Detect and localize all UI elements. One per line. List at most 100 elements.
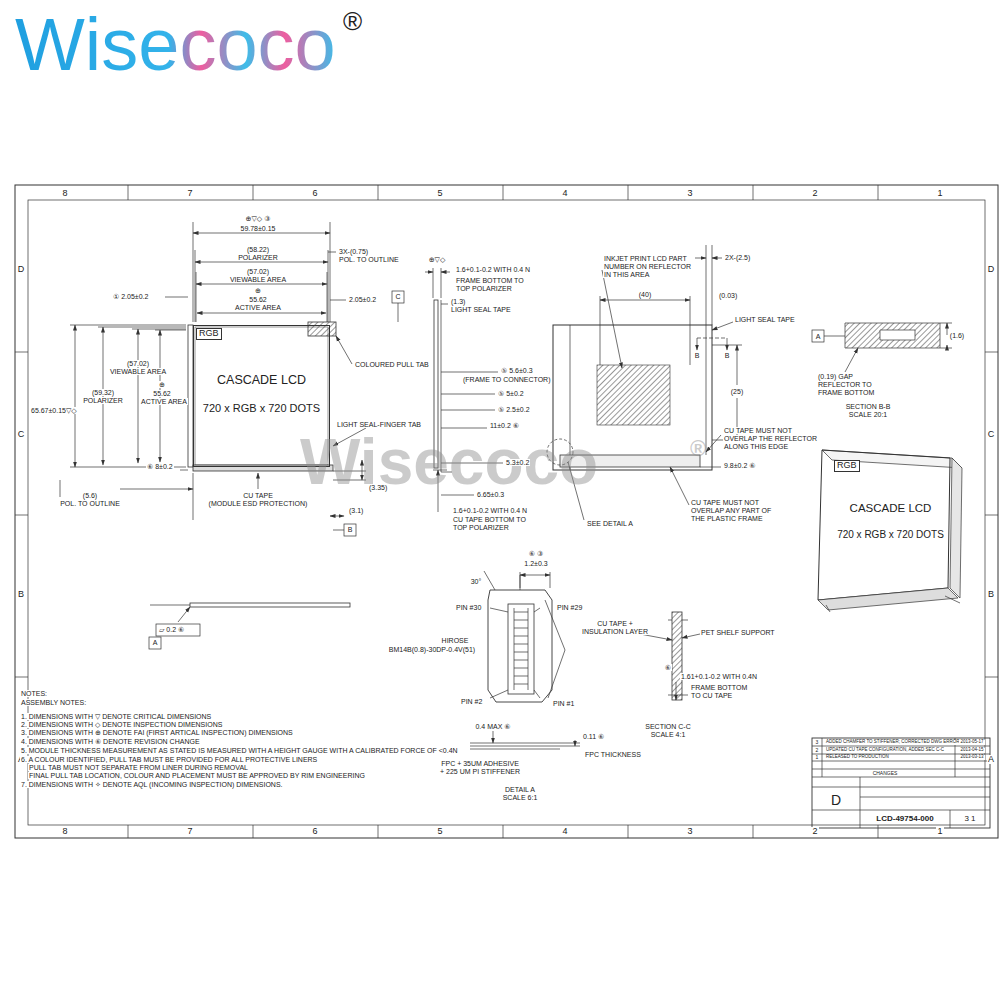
- dimension-label: NOTES:: [20, 690, 48, 697]
- dimension-label: (25): [730, 388, 744, 395]
- dimension-label: 11±0.2 ⑥: [489, 422, 520, 429]
- grid-reference: 3: [686, 189, 693, 198]
- dimension-label: PIN #30: [455, 604, 482, 611]
- dimension-label: ⑤ 2.5±0.2: [497, 406, 531, 413]
- dimension-label: NUMBER ON REFLECTOR: [603, 263, 692, 270]
- dimension-label: VIEWABLE AREA: [109, 368, 167, 375]
- grid-reference: 1: [936, 189, 943, 198]
- grid-reference: 2: [811, 827, 818, 836]
- dimension-label: 6. A COLOUR IDENTIFIED, PULL TAB MUST BE…: [20, 756, 318, 763]
- grid-reference: 5: [436, 827, 443, 836]
- dimension-label: SCALE 6:1: [502, 794, 539, 801]
- dimension-label: (MODULE ESD PROTECTION): [208, 500, 309, 507]
- dimension-label: 1.61+0.1-0.2 WITH 0.4N: [680, 673, 758, 680]
- grid-reference: D: [987, 265, 996, 274]
- dimension-label: IN THIS AREA: [603, 271, 650, 278]
- dimension-label: ⑤ 5±0.2: [497, 390, 525, 397]
- dimension-label: ⊕: [158, 381, 166, 388]
- dimension-label: DETAIL A: [504, 786, 536, 793]
- dimension-label: POL. TO OUTLINE: [338, 256, 400, 263]
- dimension-label: VIEWABLE AREA: [229, 276, 287, 283]
- dimension-label: BM14B(0.8)-30DP-0.4V(51): [388, 646, 476, 653]
- dimension-label: POLARIZER: [82, 397, 124, 404]
- dimension-label: RELEASED TO PRODUCTION: [825, 755, 890, 760]
- dimension-label: REFLECTOR TO: [817, 381, 873, 388]
- dimension-label: ACTIVE AREA: [234, 304, 282, 311]
- dimension-label: SECTION B-B: [845, 403, 892, 410]
- dimension-label: 2. DIMENSIONS WITH ◇ DENOTE INSPECTION D…: [20, 721, 223, 728]
- grid-reference: C: [17, 430, 26, 439]
- dimension-label: (FRAME TO CONNECTOR): [462, 376, 552, 383]
- dimension-label: 6.65±0.3: [476, 491, 505, 498]
- dimension-label: 1.6+0.1-0.2 WITH 0.4 N: [452, 507, 528, 514]
- dimension-label: (59.32): [91, 389, 115, 396]
- dimension-label: FRAME BOTTOM: [817, 389, 875, 396]
- panel-resolution: 720 x RGB x 720 DOTS: [203, 402, 320, 414]
- dimension-label: (40): [638, 291, 652, 298]
- grid-reference: 7: [186, 189, 193, 198]
- dimension-label: 5.3±0.2: [505, 459, 530, 466]
- dimension-label: 7. DIMENSIONS WITH ✧ DENOTE AQL (INCOMIN…: [20, 781, 284, 788]
- dimension-label: TOP POLARIZER: [455, 285, 513, 292]
- dimension-label: 65.67±0.15▽◇: [30, 407, 78, 414]
- dimension-label: INKJET PRINT LCD PART: [603, 255, 688, 262]
- brand-logo: Wisecoco: [15, 8, 336, 82]
- dimension-label: 2: [815, 748, 820, 753]
- grid-reference: 7: [186, 827, 193, 836]
- dimension-label: 55.62: [248, 296, 268, 303]
- dimension-label: THE PLASTIC FRAME: [690, 515, 764, 522]
- dimension-label: A: [152, 639, 159, 646]
- dimension-label: HIROSE: [441, 637, 470, 644]
- dimension-label: ⑥ 8±0.2: [146, 463, 174, 470]
- dimension-label: SEE DETAIL A: [586, 520, 634, 527]
- dimension-label: INSULATION LAYER: [581, 628, 649, 635]
- dimension-label: POLARIZER: [237, 254, 279, 261]
- dimension-label: (3.35): [368, 484, 388, 491]
- dimension-label: D: [830, 793, 842, 807]
- dimension-label: ① 2.05±0.2: [112, 293, 149, 300]
- dimension-label: ACTIVE AREA: [140, 398, 188, 405]
- dimension-label: (3.1): [348, 507, 364, 514]
- grid-reference: B: [987, 590, 995, 599]
- dimension-label: CHANGES: [872, 771, 899, 776]
- dimension-label: 1.6+0.1-0.2 WITH 0.4 N: [455, 266, 531, 273]
- dimension-label: SCALE 4:1: [650, 731, 687, 738]
- dimension-label: 3 1: [963, 815, 976, 823]
- dimension-label: (58.22): [246, 246, 270, 253]
- dimension-label: PIN #2: [460, 698, 483, 705]
- dimension-label: ⑤ 5.6±0.3: [500, 367, 534, 374]
- dimension-label: TO CU TAPE: [690, 692, 733, 699]
- dimension-label: 55.62: [152, 390, 172, 397]
- dimension-label: 0.11 ⑥: [582, 733, 605, 740]
- dimension-label: ▱ 0.2 ⑥: [158, 626, 185, 633]
- dimension-label: OVERLAP ANY PART OF: [690, 507, 772, 514]
- grid-reference: 6: [311, 189, 318, 198]
- grid-reference: 1: [936, 827, 943, 836]
- dimension-label: 4. DIMENSIONS WITH ⑥ DENOTE REVISION CHA…: [20, 738, 201, 745]
- dimension-label: (1.3): [450, 298, 466, 305]
- dimension-label: CU TAPE +: [596, 620, 634, 627]
- rgb-tag: RGB: [196, 328, 222, 340]
- rgb-tag: RGB: [834, 460, 860, 472]
- dimension-label: 0.4 MAX ⑥: [474, 723, 511, 730]
- dimension-label: 30°: [470, 578, 483, 585]
- dimension-label: TOP POLARIZER: [452, 524, 510, 531]
- watermark: ®: [690, 438, 706, 460]
- grid-reference: 2: [811, 189, 818, 198]
- dimension-label: LCD-49754-000: [875, 815, 934, 823]
- dimension-label: LIGHT SEAL-FINGER TAB: [336, 421, 422, 428]
- dimension-label: LIGHT SEAL TAPE: [450, 306, 512, 313]
- dimension-label: 9.8±0.2 ⑥: [723, 462, 757, 469]
- dimension-label: ⑥ ③: [528, 550, 545, 557]
- dimension-label: PIN #29: [556, 604, 583, 611]
- dimension-label: 5. MODULE THICKNESS MEASUREMENT AS STATE…: [20, 747, 459, 754]
- dimension-label: ⊕▽◇: [428, 256, 447, 263]
- dimension-label: ⑥: [664, 664, 672, 671]
- grid-reference: 4: [561, 827, 568, 836]
- dimension-label: FRAME BOTTOM TO: [455, 277, 525, 284]
- dimension-label: PET SHELF SUPPORT: [700, 629, 776, 636]
- dimension-label: FPC + 35UM ADHESIVE: [440, 760, 520, 767]
- dimension-label: PIN #1: [552, 700, 575, 707]
- dimension-label: PULL TAB MUST NOT SEPARATE FROM LINER DU…: [28, 764, 249, 771]
